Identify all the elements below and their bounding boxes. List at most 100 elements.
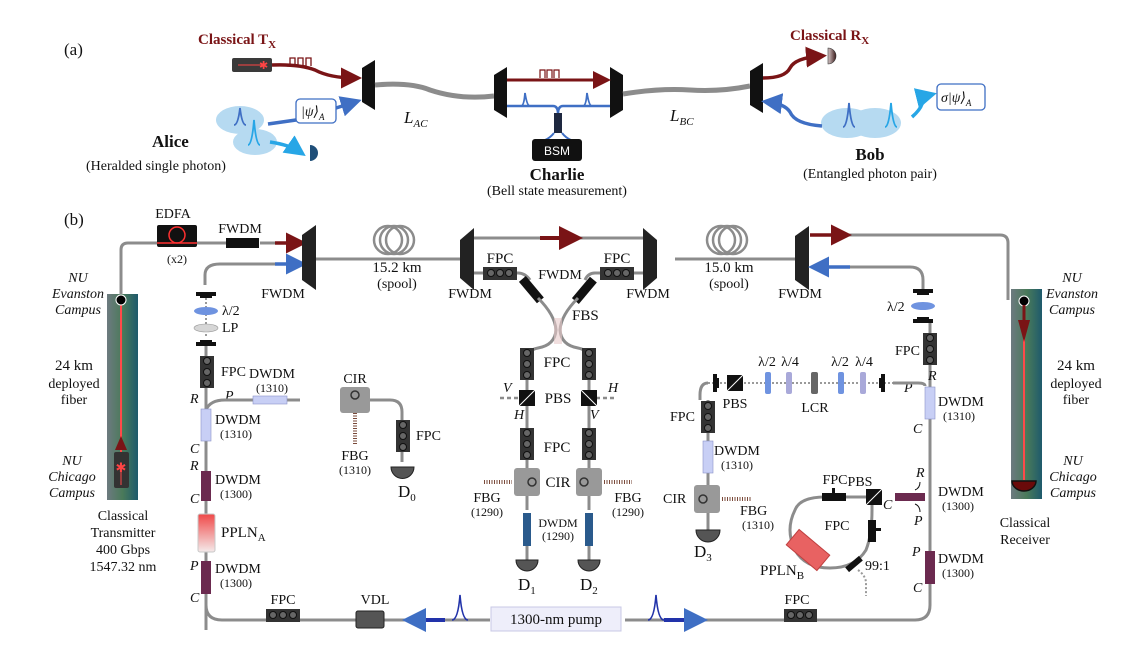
dwdm-1310-alice — [200, 408, 212, 442]
svg-text:fiber: fiber — [61, 393, 88, 408]
svg-text:✱: ✱ — [259, 60, 268, 72]
svg-text:DWDM: DWDM — [938, 485, 984, 500]
circulator-herald — [340, 387, 370, 413]
svg-text:PBS: PBS — [723, 397, 748, 412]
fwdm-charlie-left-mux-icon — [460, 228, 474, 290]
svg-text:C: C — [883, 498, 893, 513]
panel-b-label: (b) — [64, 210, 84, 229]
svg-text:(1310): (1310) — [256, 381, 288, 395]
svg-text:DWDM: DWDM — [938, 395, 984, 410]
svg-text:P: P — [913, 514, 923, 529]
svg-text:24 km: 24 km — [1057, 358, 1095, 374]
classical-tx: Classical TX ✱ — [198, 32, 362, 89]
fwdm-charlie-left-inline — [518, 276, 544, 304]
quarter-wave-plate-1 — [786, 372, 792, 394]
svg-text:σ|ψ⟩A: σ|ψ⟩A — [941, 91, 972, 108]
pump-pulse-left-icon — [451, 594, 469, 621]
half-wave-plate-1 — [765, 372, 771, 394]
svg-text:FPC: FPC — [670, 410, 695, 425]
svg-text:24 km: 24 km — [55, 358, 93, 374]
svg-text:NU: NU — [61, 454, 82, 469]
sagnac-source: FPC PBS C R P DWDM (1300) FPC PPLNB 99:1 — [760, 466, 984, 596]
svg-text:FWDM: FWDM — [538, 268, 582, 283]
fpc-bottom-right: FPC — [784, 593, 817, 622]
fiber-spool-left: 15.2 km (spool) — [372, 224, 422, 292]
svg-text:(1310): (1310) — [339, 463, 371, 477]
svg-text:FPC: FPC — [487, 251, 514, 267]
svg-text:Evanston: Evanston — [1045, 287, 1098, 302]
charlie-name: Charlie — [530, 165, 585, 184]
edfa-box — [157, 225, 197, 247]
circulator-charlie-right — [576, 468, 602, 496]
svg-text:deployed: deployed — [48, 377, 99, 392]
svg-text:FBG: FBG — [341, 449, 368, 464]
svg-text:(spool): (spool) — [709, 277, 749, 292]
svg-text:FWDM: FWDM — [778, 287, 822, 302]
svg-text:DWDM: DWDM — [714, 444, 760, 459]
svg-text:R: R — [927, 369, 937, 384]
svg-text:C: C — [190, 492, 200, 507]
pump-source-box — [490, 606, 622, 632]
ppln-a-crystal — [197, 513, 216, 553]
dwdm-1300-bob-top — [895, 493, 925, 501]
fwdm-charlie-right-inline — [571, 276, 597, 304]
svg-text:P: P — [903, 381, 913, 396]
detector-d0-icon — [390, 466, 415, 479]
liquid-crystal-retarder — [811, 372, 818, 394]
coupler-99-1 — [845, 555, 863, 573]
svg-text:Chicago: Chicago — [48, 470, 95, 485]
svg-text:(1290): (1290) — [612, 505, 644, 519]
fpc-charlie-arm-bottom: FPC — [520, 428, 596, 460]
svg-text:NU: NU — [67, 271, 88, 286]
svg-text:Chicago: Chicago — [1049, 470, 1096, 485]
bob-desc: (Entangled photon pair) — [803, 167, 937, 182]
detector-d1-icon — [515, 559, 539, 572]
svg-text:FPC: FPC — [544, 440, 571, 456]
fwdm-left-mux-icon — [302, 225, 316, 290]
svg-text:D0: D0 — [398, 482, 416, 504]
dwdm-1290-left — [523, 513, 531, 546]
svg-text:FWDM: FWDM — [218, 222, 262, 237]
svg-text:FWDM: FWDM — [448, 287, 492, 302]
dwdm-1300-alice-top — [201, 471, 211, 501]
svg-text:(spool): (spool) — [377, 277, 417, 292]
detector-d2-icon — [577, 559, 601, 572]
charlie-desc: (Bell state measurement) — [487, 184, 627, 199]
mux-charlie-right-icon — [610, 67, 623, 118]
bob-state-box — [936, 83, 986, 111]
svg-text:C: C — [190, 591, 200, 606]
svg-text:CIR: CIR — [545, 475, 570, 491]
dwdm-1310-herald — [252, 395, 288, 405]
svg-text:(x2): (x2) — [167, 252, 187, 266]
panel-a-label: (a) — [64, 40, 83, 59]
svg-text:(1290): (1290) — [471, 505, 503, 519]
fwdm-charlie-right-mux-icon — [643, 228, 657, 290]
svg-text:15.0 km: 15.0 km — [704, 260, 754, 276]
svg-text:FBG: FBG — [740, 504, 767, 519]
linear-polarizer-icon — [193, 323, 219, 333]
fpc-left-vertical: FPC — [200, 356, 246, 388]
alice-node: |ψ⟩A Alice (Heralded single photon) — [86, 96, 362, 174]
fpc-sagnac-top — [822, 493, 846, 501]
svg-text:PBS: PBS — [848, 475, 873, 490]
svg-text:Classical RX: Classical RX — [790, 28, 869, 47]
svg-text:Classical: Classical — [1000, 516, 1051, 531]
detector-d3-icon — [695, 529, 721, 543]
svg-text:Campus: Campus — [1049, 303, 1095, 318]
svg-text:Classical: Classical — [98, 509, 149, 524]
fwdm-bob-mux-icon — [795, 226, 809, 290]
alice-state-box — [295, 98, 337, 124]
svg-text:FPC: FPC — [221, 365, 246, 380]
svg-text:FPC: FPC — [544, 355, 571, 371]
alice-desc: (Heralded single photon) — [86, 159, 226, 174]
svg-text:R: R — [189, 392, 199, 407]
fpc-charlie-arm-top: FPC — [520, 348, 596, 380]
svg-text:P: P — [911, 545, 921, 560]
svg-text:λ/2: λ/2 — [222, 304, 240, 319]
svg-text:PPLNB: PPLNB — [760, 563, 804, 582]
pulse-train-icon — [287, 57, 312, 67]
svg-text:PPLNA: PPLNA — [221, 525, 266, 544]
svg-text:400 Gbps: 400 Gbps — [96, 543, 150, 558]
fpc-sagnac-right — [868, 520, 876, 542]
quarter-wave-plate-2 — [860, 372, 866, 394]
